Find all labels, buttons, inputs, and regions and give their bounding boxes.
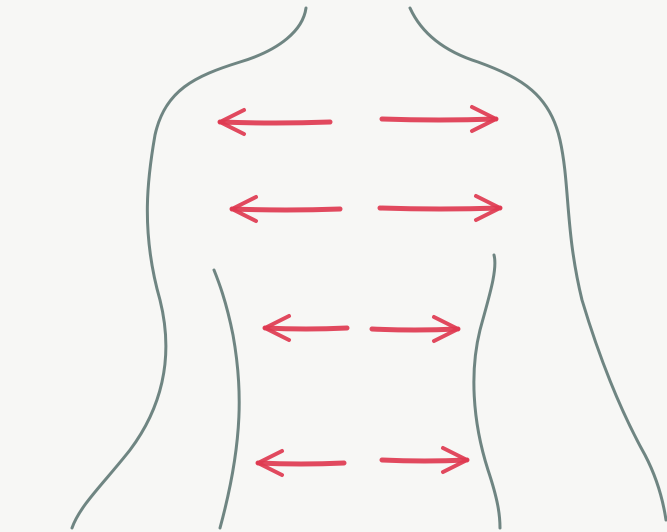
arrow-shaft: [265, 328, 347, 329]
arrow-shaft: [382, 119, 496, 120]
arrow-shaft: [380, 208, 500, 209]
arrow-shaft: [220, 122, 330, 123]
arrow-shaft: [382, 460, 467, 461]
arrow-shaft: [232, 209, 340, 210]
arrow-shaft: [372, 329, 458, 330]
arrow-shaft: [258, 463, 344, 464]
